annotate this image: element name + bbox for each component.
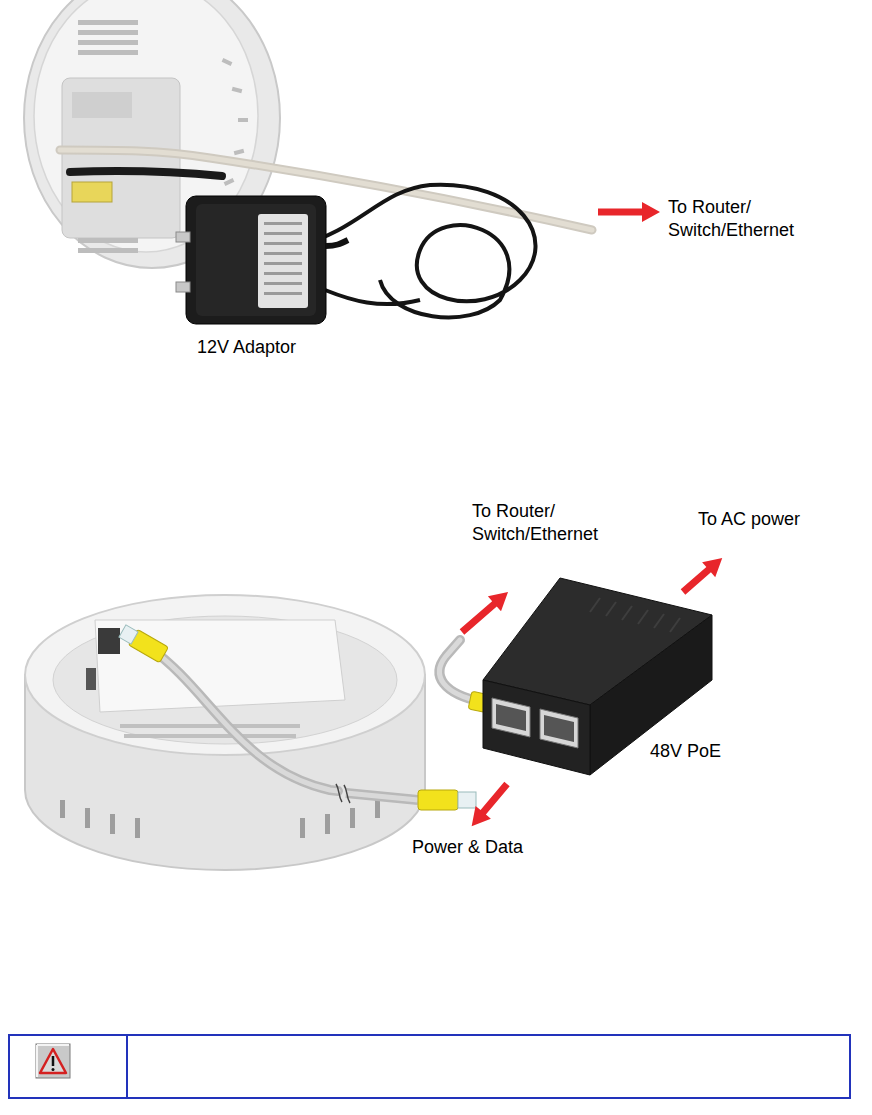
callout-label: To AC power <box>698 508 800 531</box>
callout-label: 48V PoE <box>650 740 721 763</box>
power-adaptor-12v <box>176 196 348 324</box>
warning-box <box>9 1035 850 1098</box>
callout-label: Power & Data <box>412 836 523 859</box>
red-arrow <box>676 550 728 599</box>
callout-label: To Router/ Switch/Ethernet <box>472 500 612 545</box>
access-point-bottom <box>25 595 425 870</box>
callout-label: To Router/ Switch/Ethernet <box>668 196 808 241</box>
warning-icon <box>36 1044 70 1078</box>
red-arrow <box>598 202 660 222</box>
red-arrow <box>464 778 515 833</box>
rj45-plug <box>118 623 511 810</box>
red-arrow <box>455 584 514 639</box>
callout-label: 12V Adaptor <box>197 336 296 359</box>
ethernet-cable <box>150 640 482 803</box>
